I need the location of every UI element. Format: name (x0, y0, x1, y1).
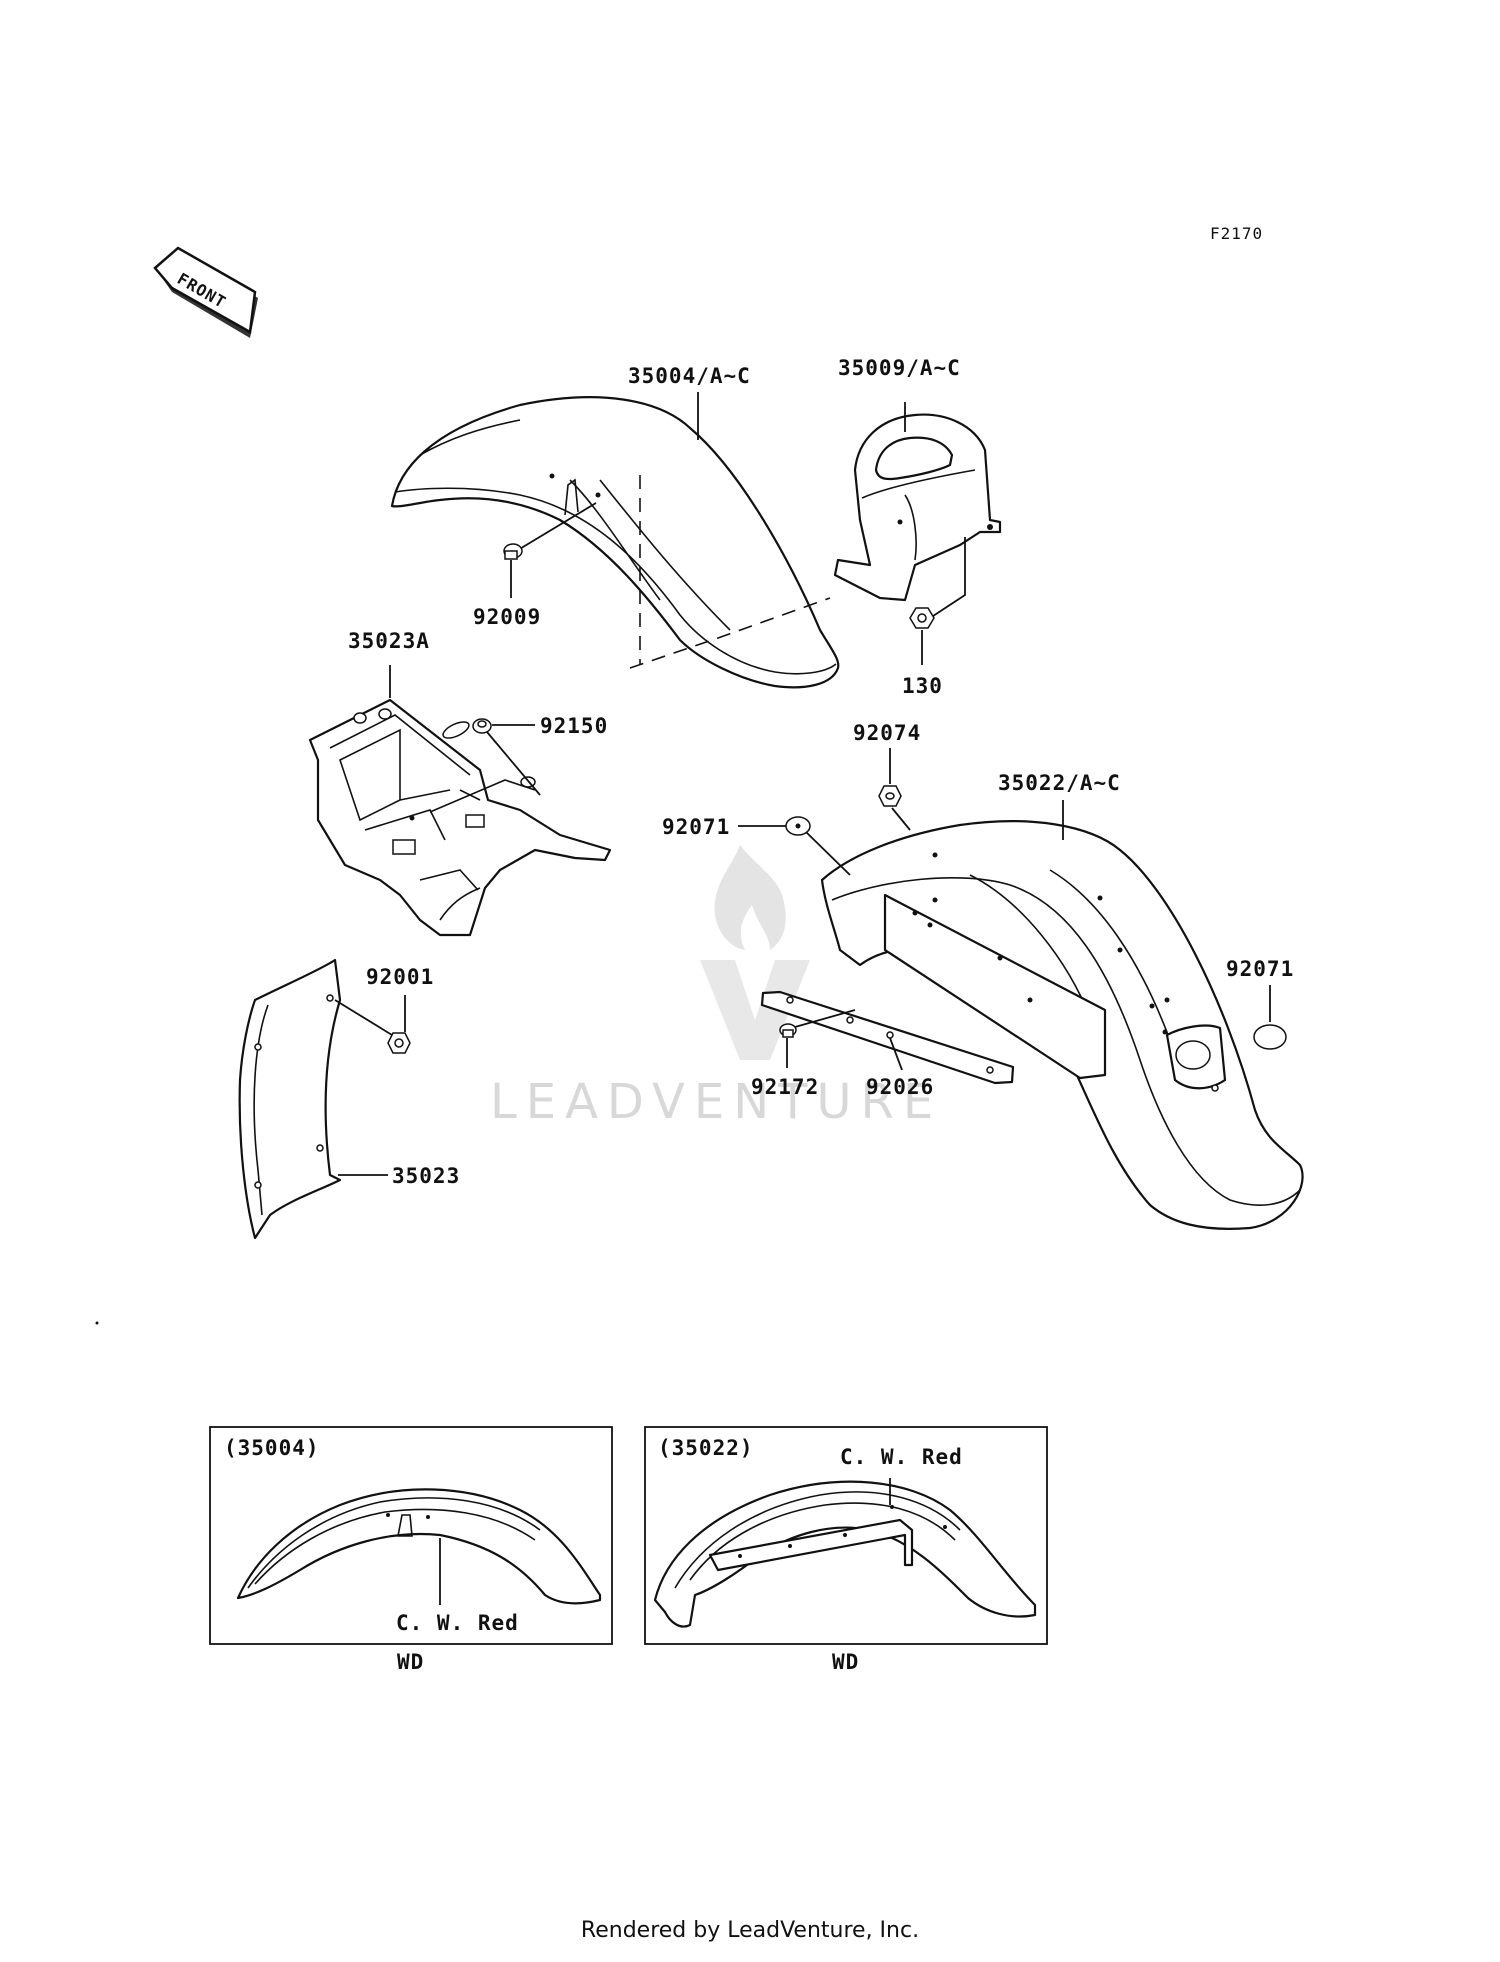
bolt-92001-icon (387, 1032, 411, 1054)
inset2-note: C. W. Red (840, 1445, 963, 1469)
footer-credit: Rendered by LeadVenture, Inc. (580, 1918, 920, 1943)
grommet-92150-icon (472, 718, 492, 734)
inset1-note: C. W. Red (396, 1611, 519, 1635)
fender-bracket-35023A (308, 665, 612, 937)
callout-35004: 35004/A~C (628, 364, 751, 388)
watermark-text: LEADVENTURE (490, 1074, 942, 1130)
inner-fender-35023 (238, 958, 411, 1240)
callout-92071-right: 92071 (1226, 957, 1294, 981)
callout-35023: 35023 (392, 1164, 460, 1188)
callout-35009: 35009/A~C (838, 356, 961, 380)
callout-130: 130 (902, 674, 943, 698)
callout-35022: 35022/A~C (998, 771, 1121, 795)
callout-92001: 92001 (366, 965, 434, 989)
front-arrow-icon: FRONT (153, 246, 258, 338)
callout-92026: 92026 (866, 1075, 934, 1099)
fender-bracket-35009 (833, 402, 1002, 665)
screw-92172-icon (779, 1023, 797, 1038)
screw-92009-icon (503, 543, 523, 560)
inset2-ref: (35022) (658, 1436, 754, 1460)
grommet-92071-right-icon (1253, 1024, 1287, 1050)
inset-front-fender (209, 1426, 613, 1645)
front-fender-35004 (390, 392, 840, 689)
grommet-92074-icon (878, 785, 902, 807)
inset2-caption: WD (832, 1650, 859, 1674)
inset-rear-fender (644, 1426, 1048, 1645)
inset1-caption: WD (397, 1650, 424, 1674)
watermark: LEADVENTURE (490, 845, 942, 1130)
callout-92172: 92172 (751, 1075, 819, 1099)
inset1-ref: (35004) (224, 1436, 320, 1460)
callout-92009: 92009 (473, 605, 541, 629)
callout-92150: 92150 (540, 714, 608, 738)
rear-fender-35022 (738, 748, 1304, 1230)
callout-35023A: 35023A (348, 629, 430, 653)
callout-92071-left: 92071 (662, 815, 730, 839)
callout-92074: 92074 (853, 721, 921, 745)
bolt-130-icon (909, 607, 935, 629)
figure-code: F2170 (1210, 224, 1263, 243)
